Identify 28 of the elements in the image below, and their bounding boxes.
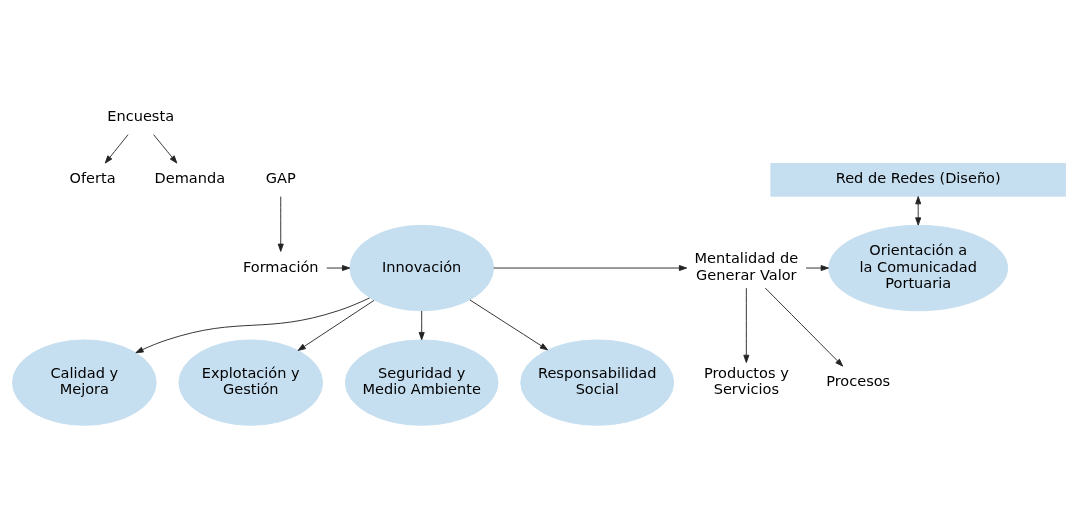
arrow — [805, 264, 829, 271]
node-text: Demanda — [154, 169, 226, 186]
node-box: Red de Redes (Diseño) — [770, 162, 1066, 197]
node-ellipse: Responsabilidad Social — [520, 338, 675, 426]
arrow — [104, 133, 129, 163]
node-text: Formación — [242, 258, 319, 274]
arrow — [326, 264, 351, 271]
arrow — [297, 299, 375, 351]
arrow — [493, 264, 688, 271]
arrow — [469, 298, 549, 350]
node-ellipse: Explotación y Gestión — [178, 338, 324, 426]
arrow — [764, 287, 844, 367]
node-text: Oferta — [69, 169, 116, 186]
arrow — [135, 297, 371, 353]
node-text: Procesos — [826, 372, 891, 389]
node-ellipse: Orientación a la Comunicadad Portuaria — [828, 224, 1009, 311]
node-text: Mentalidad de Generar Valor — [694, 249, 799, 283]
node-text: Encuesta — [107, 107, 175, 124]
arrow — [418, 310, 425, 340]
arrow — [743, 287, 750, 363]
arrow — [153, 133, 178, 163]
node-ellipse: Seguridad y Medio Ambiente — [344, 338, 499, 426]
node-text: Productos y Servicios — [703, 364, 789, 397]
arrow — [915, 195, 922, 226]
node-ellipse: Innovación — [349, 224, 494, 311]
node-text: GAP — [265, 169, 296, 186]
node-ellipse: Calidad y Mejora — [12, 338, 157, 426]
arrow — [277, 195, 284, 252]
